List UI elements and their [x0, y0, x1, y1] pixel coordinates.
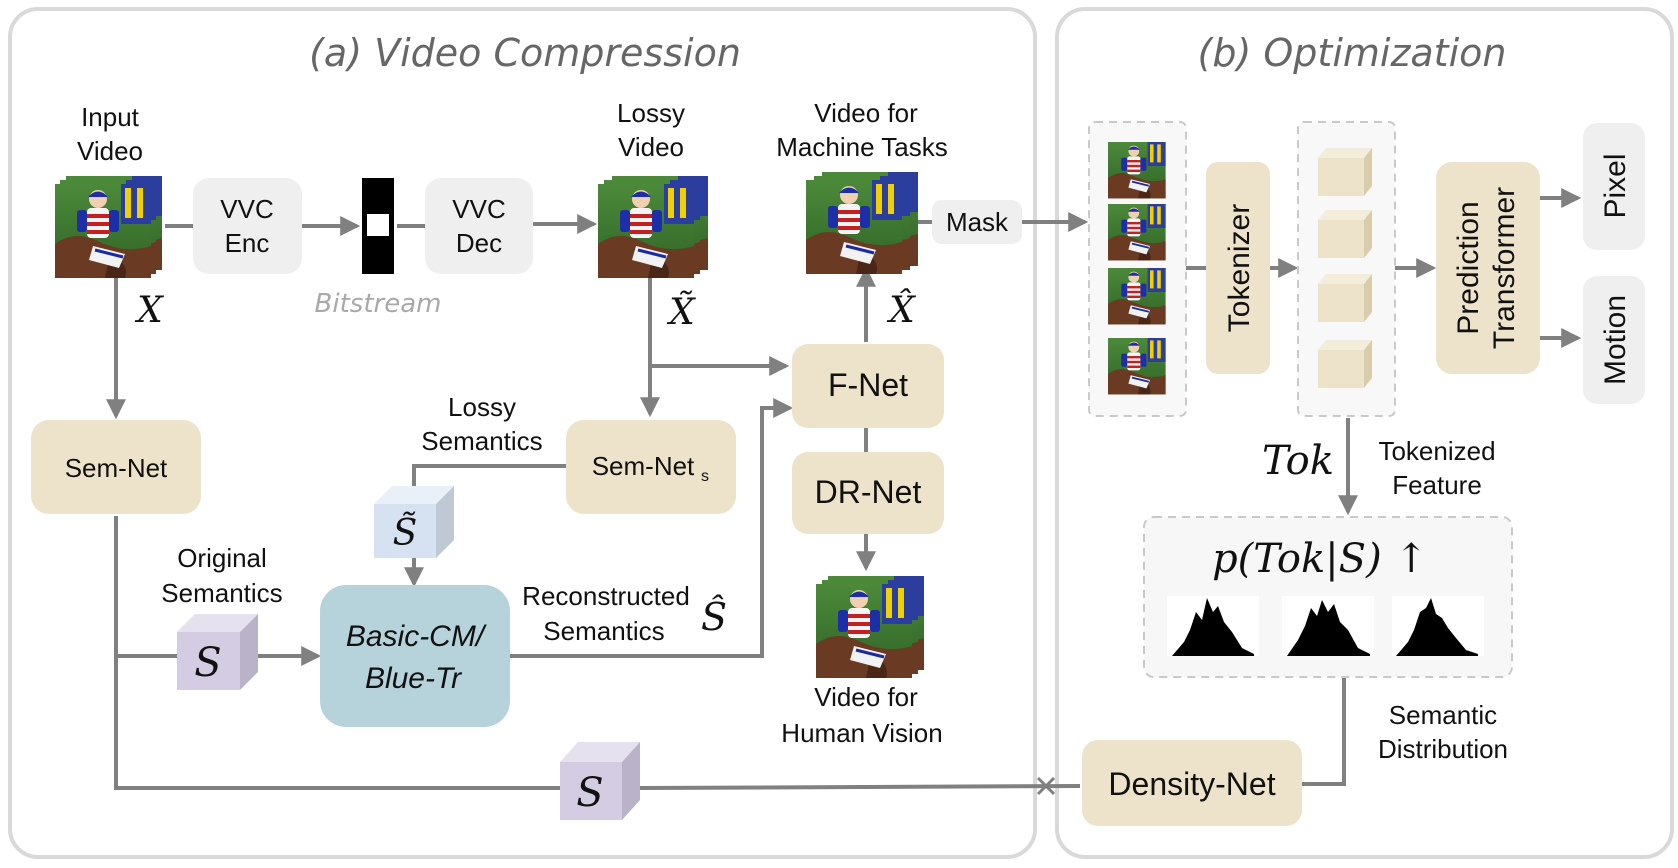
input-video-label-2: Video: [77, 136, 143, 166]
basic-cm-label-2: Blue-Tr: [365, 662, 462, 695]
prediction-transformer-node: Prediction Transformer: [1436, 162, 1540, 374]
sem-net-s-subscript: s: [701, 468, 709, 485]
token-cubes: [1318, 148, 1372, 388]
dr-net-node: DR-Net: [792, 452, 944, 534]
sem-net-node: Sem-Net: [31, 420, 201, 514]
symbol-s-bottom: S: [576, 770, 603, 816]
dr-net-label: DR-Net: [815, 474, 922, 510]
sem-net-s-node: Sem-Net s: [566, 420, 736, 514]
pixel-label: Pixel: [1599, 153, 1632, 218]
basic-cm-node: Basic-CM/ Blue-Tr: [320, 585, 510, 727]
vvc-dec-node: VVC Dec: [425, 178, 533, 274]
human-video-label-2: Human Vision: [781, 718, 942, 748]
s-tilde-cube: S̃: [374, 486, 454, 558]
symbol-s-tilde: S̃: [393, 512, 418, 554]
masked-patches: [1107, 141, 1167, 396]
human-video-label-1: Video for: [814, 682, 918, 712]
bitstream-label: Bitstream: [315, 289, 442, 319]
histogram-1: [1167, 596, 1259, 656]
connectors: [106, 188, 1582, 790]
symbol-tok: Tok: [1262, 438, 1334, 484]
symbol-x: X: [134, 290, 164, 331]
stop-gradient-cross-icon: [1036, 776, 1056, 796]
input-video-label-1: Input: [81, 102, 140, 132]
prediction-transformer-label-2: Transformer: [1488, 187, 1521, 349]
symbol-x-tilde: X̃: [666, 291, 696, 333]
basic-cm-label-1: Basic-CM/: [346, 620, 487, 653]
machine-video-image: [804, 170, 920, 276]
tokenizer-node: Tokenizer: [1206, 162, 1270, 374]
human-video-image: [814, 574, 926, 680]
mask-label: Mask: [946, 207, 1009, 237]
density-net-node: Density-Net: [1082, 740, 1302, 826]
semantic-distribution-label-1: Semantic: [1389, 700, 1497, 730]
vvc-dec-label-2: Dec: [456, 228, 502, 258]
vvc-enc-label-1: VVC: [220, 194, 273, 224]
symbol-s-original: S: [194, 640, 221, 686]
reconstructed-semantics-label-2: Semantics: [543, 616, 664, 646]
original-semantics-label-1: Original: [177, 543, 267, 573]
panel-a-title: (a) Video Compression: [309, 31, 741, 75]
tokenizer-label: Tokenizer: [1223, 204, 1256, 332]
lossy-video-label-2: Video: [618, 132, 684, 162]
symbol-x-hat: X̂: [886, 288, 916, 331]
histogram-2: [1282, 596, 1374, 656]
lossy-semantics-label-1: Lossy: [448, 392, 516, 422]
s-cube-original: S: [177, 614, 258, 690]
motion-node: Motion: [1583, 276, 1645, 404]
density-net-label: Density-Net: [1108, 766, 1275, 802]
prediction-transformer-label-1: Prediction: [1452, 201, 1485, 334]
vvc-enc-label-2: Enc: [225, 228, 270, 258]
f-net-label: F-Net: [828, 367, 908, 403]
symbol-s-hat: Ŝ: [701, 595, 727, 639]
lossy-video-image: [596, 174, 710, 280]
histogram-3: [1392, 596, 1484, 656]
bitstream-icon: [362, 178, 394, 274]
lossy-semantics-label-2: Semantics: [421, 426, 542, 456]
s-cube-bottom: S: [560, 742, 640, 820]
tokenized-feature-label-1: Tokenized: [1378, 436, 1495, 466]
mask-node: Mask: [932, 200, 1022, 244]
semantic-distribution-label-2: Distribution: [1378, 734, 1508, 764]
f-net-node: F-Net: [792, 344, 944, 428]
probability-formula: p(Tok|S) ↑: [1212, 536, 1428, 582]
machine-video-label-1: Video for: [814, 98, 918, 128]
sem-net-s-label: Sem-Net: [592, 451, 695, 481]
lossy-video-label-1: Lossy: [617, 98, 685, 128]
motion-label: Motion: [1599, 295, 1632, 385]
vvc-enc-node: VVC Enc: [193, 178, 302, 274]
sem-net-label: Sem-Net: [65, 453, 168, 483]
reconstructed-semantics-label-1: Reconstructed: [522, 581, 690, 611]
pixel-node: Pixel: [1583, 123, 1645, 250]
input-video-image: [53, 174, 164, 280]
tokenized-feature-label-2: Feature: [1392, 470, 1482, 500]
panel-b-title: (b) Optimization: [1198, 31, 1507, 75]
vvc-dec-label-1: VVC: [452, 194, 505, 224]
machine-video-label-2: Machine Tasks: [776, 132, 948, 162]
original-semantics-label-2: Semantics: [161, 578, 282, 608]
